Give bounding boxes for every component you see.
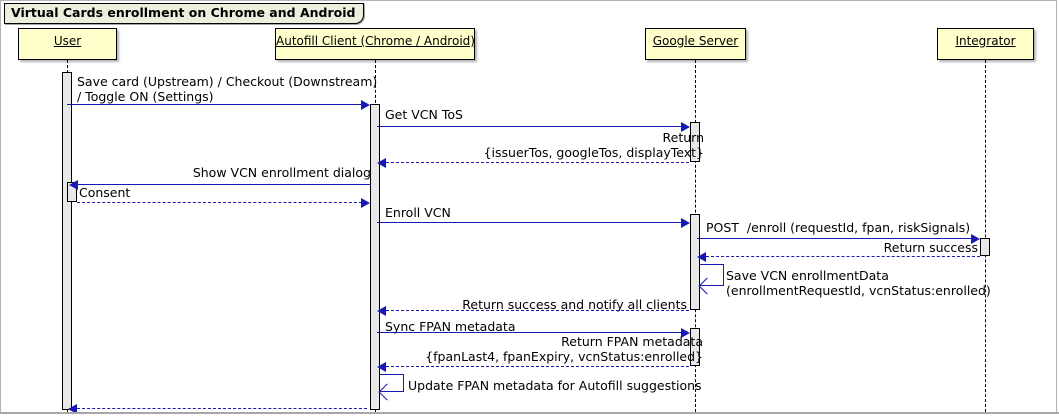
- message-label-7: POST /enroll (requestId, fpan, riskSigna…: [706, 220, 971, 235]
- message-arrowhead-10: [377, 306, 386, 316]
- message-line-12: [386, 366, 689, 367]
- message-arrowhead-5: [361, 198, 370, 208]
- message-line-14: [77, 408, 367, 409]
- message-arrowhead-2: [681, 122, 690, 132]
- participant-box-user[interactable]: User: [18, 28, 117, 60]
- self-message-loop-update-fpan-metadata: [380, 374, 404, 392]
- activation-user-main: [62, 72, 72, 410]
- activation-autofill-client-main: [370, 104, 380, 410]
- message-label-11: Sync FPAN metadata: [385, 319, 516, 334]
- message-arrowhead-14: [68, 404, 77, 414]
- message-line-2: [377, 126, 687, 127]
- message-arrowhead-8: [697, 252, 706, 262]
- message-label-8: Return success: [883, 240, 978, 255]
- message-label-2: Get VCN ToS: [385, 107, 463, 122]
- activation-google-server-sync: [690, 328, 700, 366]
- message-arrowhead-7: [971, 234, 980, 244]
- message-label-1: Save card (Upstream) / Checkout (Downstr…: [77, 74, 378, 104]
- message-line-3: [386, 162, 689, 163]
- message-arrowhead-11: [681, 328, 690, 338]
- participant-box-integrator[interactable]: Integrator: [937, 28, 1034, 60]
- message-label-13: Update FPAN metadata for Autofill sugges…: [408, 378, 702, 393]
- message-arrowhead-6: [681, 218, 690, 228]
- message-line-5: [77, 202, 367, 203]
- participant-label-integrator: Integrator: [955, 34, 1016, 48]
- message-line-7: [697, 238, 977, 239]
- self-message-loop-save-enrollment-data: [700, 264, 724, 286]
- message-line-6: [377, 222, 687, 223]
- message-line-1: [67, 104, 367, 105]
- activation-google-server-tos: [690, 122, 700, 162]
- message-label-9: Save VCN enrollmentData (enrollmentReque…: [726, 268, 991, 298]
- message-arrowhead-4: [69, 180, 78, 190]
- participant-label-user: User: [53, 34, 82, 48]
- message-line-11: [377, 332, 687, 333]
- diagram-bottom-rule: [0, 412, 1059, 414]
- activation-integrator-enroll: [980, 238, 990, 256]
- message-line-8: [706, 256, 980, 257]
- lifeline-integrator: [985, 60, 986, 412]
- message-label-12: Return FPAN metadata {fpanLast4, fpanExp…: [425, 334, 703, 364]
- participant-box-google-server[interactable]: Google Server: [645, 28, 746, 60]
- participant-label-autofill-client: Autofill Client (Chrome / Android): [276, 34, 475, 48]
- message-label-6: Enroll VCN: [385, 205, 451, 220]
- message-line-10: [386, 310, 689, 311]
- participant-label-google-server: Google Server: [652, 34, 739, 48]
- activation-google-server-enroll: [690, 214, 700, 310]
- message-label-4: Show VCN enrollment dialog: [192, 165, 371, 180]
- message-arrowhead-3: [377, 158, 386, 168]
- message-line-4: [78, 184, 370, 185]
- message-label-5: Consent: [79, 185, 131, 200]
- message-label-10: Return success and notify all clients: [462, 297, 687, 312]
- message-arrowhead-12: [377, 362, 386, 372]
- message-label-3: Return {issuerTos, googleTos, displayTex…: [483, 130, 704, 160]
- participant-box-autofill-client[interactable]: Autofill Client (Chrome / Android): [275, 28, 475, 60]
- message-arrowhead-1: [361, 100, 370, 110]
- diagram-title: Virtual Cards enrollment on Chrome and A…: [4, 3, 365, 24]
